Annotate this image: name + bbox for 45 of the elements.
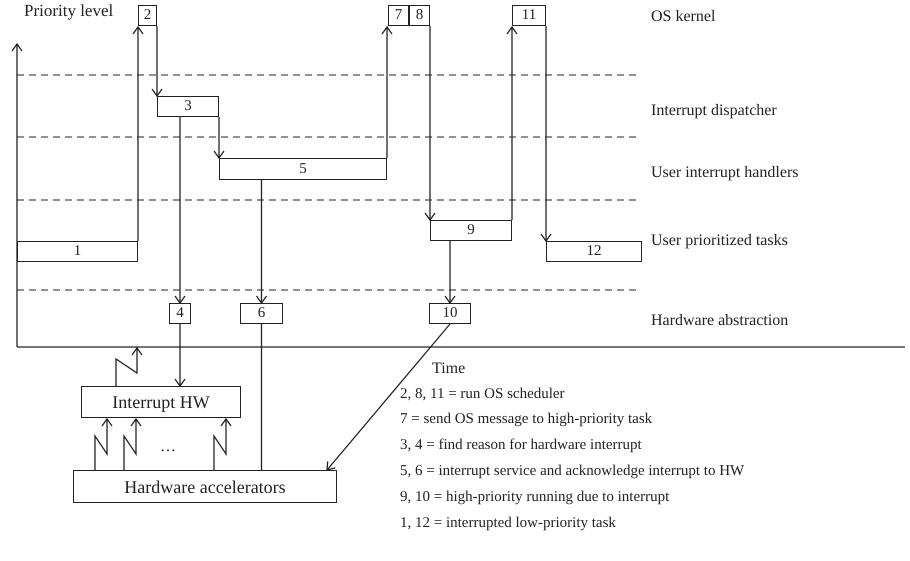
arrow (174, 324, 186, 387)
arrow (444, 241, 456, 304)
task-box: 11 (512, 5, 546, 26)
interrupt-signal-arrow (213, 418, 232, 470)
interrupt-signal-arrow (94, 418, 113, 470)
interrupt-signal-arrow (115, 347, 143, 386)
lane-label: OS kernel (651, 8, 716, 26)
lane-label: Hardware abstraction (651, 312, 788, 330)
task-box: 12 (546, 241, 642, 262)
arrow (424, 26, 436, 221)
lane-label: Interrupt dispatcher (651, 102, 777, 120)
task-box: 3 (157, 96, 219, 117)
note-text: 3, 4 = find reason for hardware interrupt (400, 437, 642, 454)
axis-title: Priority level (24, 2, 114, 21)
task-box: 7 (388, 5, 409, 26)
lane-label: User prioritized tasks (651, 232, 788, 250)
axis-title: Time (432, 360, 466, 378)
task-box: 4 (169, 303, 191, 324)
note-text: 9, 10 = high-priority running due to interrupt (400, 489, 670, 506)
arrow (151, 26, 163, 97)
task-box: 1 (17, 241, 138, 262)
note-text: 7 = send OS message to high-priority task (400, 411, 652, 428)
task-box: 8 (409, 5, 430, 26)
task-box: 9 (430, 220, 512, 241)
note-text: 1, 12 = interrupted low-priority task (400, 515, 616, 532)
arrow (326, 324, 450, 471)
ellipsis: … (160, 438, 176, 456)
hardware-block: Hardware accelerators (73, 470, 337, 503)
arrow (506, 26, 518, 220)
arrow (213, 117, 225, 159)
note-text: 2, 8, 11 = run OS scheduler (400, 386, 565, 402)
note-text: 5, 6 = interrupt service and acknowledge interrupt to HW (400, 463, 744, 480)
lane-label: User interrupt handlers (651, 164, 799, 182)
arrow (174, 117, 186, 304)
task-box: 5 (219, 158, 387, 180)
arrow (132, 26, 144, 241)
arrow (256, 180, 268, 304)
task-box: 2 (138, 5, 157, 26)
hardware-block: Interrupt HW (81, 386, 241, 418)
arrow (540, 26, 552, 242)
interrupt-signal-arrow (123, 418, 142, 470)
arrow (381, 26, 393, 158)
connector-line (260, 324, 262, 470)
task-box: 6 (240, 303, 283, 324)
task-box: 10 (429, 303, 471, 324)
